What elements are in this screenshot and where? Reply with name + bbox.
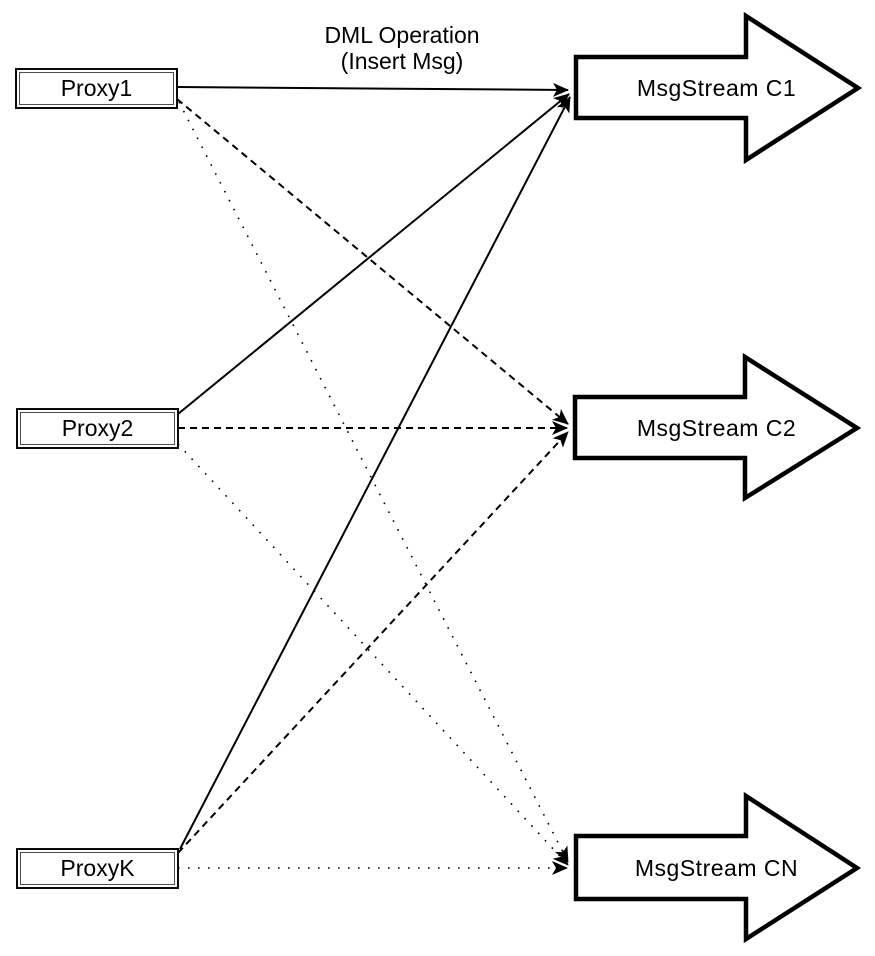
msgstream-c1-label: MsgStream C1 xyxy=(636,75,797,101)
msgstream-cn-arrow-shape xyxy=(573,791,862,944)
edge-proxy2-msgstream-c1 xyxy=(177,93,570,415)
msgstream-c2-arrow-shape xyxy=(572,352,862,503)
proxy1-label: Proxy1 xyxy=(60,75,133,101)
proxy2-label: Proxy2 xyxy=(61,415,134,441)
edge-annotation-line2: (Insert Msg) xyxy=(340,48,464,74)
proxyk-label: ProxyK xyxy=(60,855,135,881)
msgstream-c1-arrow-shape xyxy=(573,11,863,165)
edge-proxy1-msgstream-c1 xyxy=(176,82,569,97)
edge-proxy2-msgstream-cn xyxy=(177,443,569,866)
edge-annotation: DML Operation (Insert Msg) xyxy=(282,22,522,74)
edge-proxyk-msgstream-c2 xyxy=(177,431,569,854)
edge-proxy1-msgstream-c2 xyxy=(176,98,569,425)
edge-proxyk-msgstream-c1 xyxy=(179,96,571,850)
proxyk-node: ProxyK xyxy=(16,848,179,889)
proxy1-node: Proxy1 xyxy=(15,68,178,109)
edge-annotation-line1: DML Operation xyxy=(324,22,480,48)
msgstream-c2-label: MsgStream C2 xyxy=(636,415,797,441)
edge-proxy1-msgstream-cn xyxy=(178,101,569,863)
proxy2-node: Proxy2 xyxy=(16,408,179,449)
msgstream-cn-label: MsgStream CN xyxy=(634,855,799,881)
